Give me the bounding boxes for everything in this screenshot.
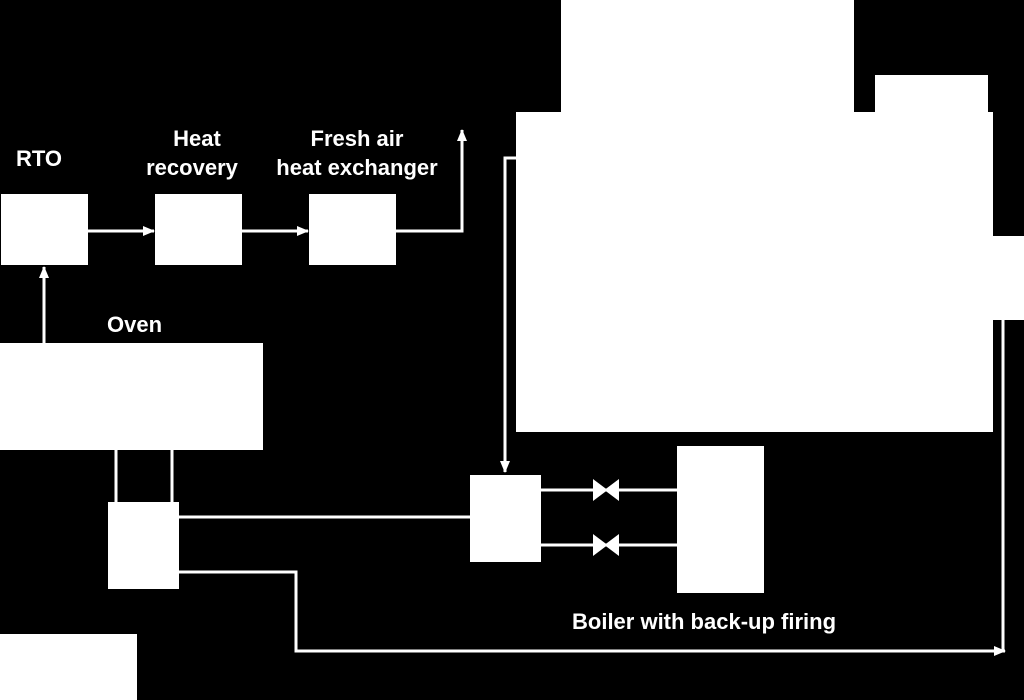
- oven-label: Oven: [107, 312, 162, 337]
- fresh-air-label-line2: heat exchanger: [276, 155, 438, 180]
- valve-icon-upper: [593, 479, 619, 501]
- heat-recovery-label-line2: recovery: [146, 155, 239, 180]
- white-panel-right: [993, 236, 1024, 320]
- rto-box: [1, 194, 88, 265]
- fresh-air-exhaust-arrow: [396, 129, 467, 233]
- fresh-air-label-line1: Fresh air: [311, 126, 404, 151]
- heat-recovery-box: [155, 194, 242, 265]
- white-panel-top-right: [875, 75, 988, 113]
- boiler-label: Boiler with back-up firing: [572, 609, 836, 634]
- fresh-air-heat-exchanger-box: [309, 194, 396, 265]
- distribution-box: [470, 475, 541, 562]
- rto-label: RTO: [16, 146, 62, 171]
- oven-box: [0, 343, 263, 450]
- white-panel-bottom-left: [0, 634, 137, 700]
- oven-burner-box: [108, 502, 179, 589]
- heat-recovery-label-line1: Heat: [173, 126, 221, 151]
- valve-icon-lower: [593, 534, 619, 556]
- boiler-box: [677, 446, 764, 593]
- supply-from-panel-arrow: [500, 156, 516, 473]
- white-panel-main: [516, 112, 993, 432]
- white-panel-top: [561, 0, 854, 112]
- burner-return-arrow: [179, 570, 1006, 656]
